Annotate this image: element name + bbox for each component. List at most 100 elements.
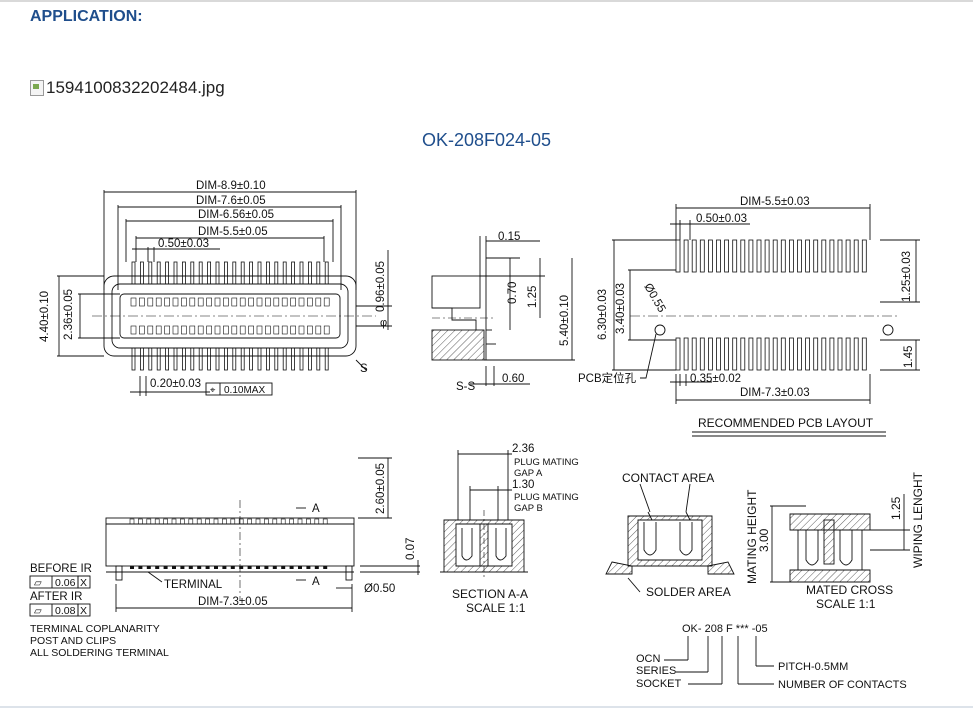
top-contact	[265, 325, 271, 335]
pcb-pad	[716, 239, 721, 273]
top-pin	[131, 347, 136, 371]
top-pin	[156, 347, 161, 371]
front-slot	[280, 518, 286, 525]
front-lead	[272, 566, 277, 569]
top-pin	[299, 347, 304, 371]
front-slot	[154, 518, 160, 525]
top-contact	[273, 325, 280, 335]
front-slot	[146, 518, 152, 525]
pcb-pad	[740, 337, 746, 371]
top-contact	[298, 297, 305, 307]
top-pin	[232, 261, 237, 285]
top-pin	[257, 347, 262, 371]
model-title: OK-208F024-05	[421, 130, 552, 150]
lead-width-label: 0.20±0.03	[150, 378, 201, 390]
s-mark: S	[360, 363, 368, 375]
pcb-pad	[837, 239, 843, 273]
part-number-labels: OK- 208 F *** -05 OCN SERIES SOCKET PITC…	[636, 623, 907, 691]
pcb-dim-55-label: DIM-5.5±0.03	[740, 196, 810, 208]
top-pin	[215, 347, 220, 371]
top-pin	[207, 261, 212, 285]
top-contact	[239, 325, 246, 335]
pcb-pad	[756, 239, 762, 273]
top-pin	[282, 347, 287, 371]
front-slot	[180, 518, 185, 525]
top-contact	[323, 297, 330, 307]
top-pin	[274, 347, 279, 371]
before-ir-label: BEFORE IR	[30, 563, 92, 575]
pcb-pad	[789, 337, 794, 371]
note-1: TERMINAL COPLANARITY	[30, 623, 160, 635]
before-ir-flat-symbol: ▱	[34, 578, 42, 589]
front-slot	[205, 518, 210, 525]
top-view	[57, 190, 392, 396]
top-pin	[198, 261, 203, 285]
socket-label: SOCKET	[636, 678, 682, 690]
top-view-labels: DIM-8.9±0.10 DIM-7.6±0.05 DIM-6.56±0.05 …	[39, 180, 387, 396]
top-contact	[223, 325, 229, 335]
pcb-hole-label: Ø0.55	[641, 282, 667, 315]
top-pin	[223, 261, 228, 285]
pcb-pad	[764, 337, 770, 371]
top-pin	[316, 347, 321, 371]
pcb-pad	[675, 337, 681, 371]
front-lead	[298, 566, 302, 569]
top-contact	[307, 325, 313, 335]
dim-89-label: DIM-8.9±0.10	[196, 180, 266, 192]
top-pin	[139, 261, 144, 285]
part-code: OK- 208 F *** -05	[682, 623, 768, 635]
section-130-label: 1.30	[512, 479, 534, 491]
top-contact	[206, 297, 212, 307]
top-pin	[307, 347, 312, 371]
top-contact	[281, 297, 288, 307]
position-tol-label: 0.10MAX	[224, 385, 265, 396]
top-contact	[181, 297, 187, 307]
pcb-145-label: 1.45	[903, 346, 915, 368]
before-ir-tol: 0.06	[55, 577, 76, 589]
section-view-labels: 2.36 PLUG MATING GAP A 1.30 PLUG MATING …	[452, 443, 579, 615]
phi-label: φ	[380, 317, 387, 329]
top-pin	[232, 347, 237, 371]
section-caption-1: SECTION A-A	[452, 587, 528, 601]
front-slot	[138, 518, 143, 525]
front-dim-73-label: DIM-7.3±0.05	[198, 596, 268, 608]
front-lead	[314, 566, 319, 569]
front-lead	[146, 566, 151, 569]
after-ir-label: AFTER IR	[30, 591, 82, 603]
top-pin	[181, 347, 186, 371]
top-contact	[155, 325, 162, 335]
top-contact	[130, 297, 137, 307]
pcb-pad	[699, 337, 705, 371]
top-contact	[155, 297, 162, 307]
top-contact	[172, 297, 179, 307]
image-alt-text: 1594100832202484.jpg	[46, 78, 225, 97]
solder-area-label: SOLDER AREA	[646, 585, 731, 599]
pcb-125-label: 1.25±0.03	[901, 251, 913, 302]
pcb-pad	[797, 239, 802, 273]
section-caption-2: SCALE 1:1	[466, 601, 526, 615]
top-pin	[240, 261, 245, 285]
front-lead	[289, 566, 294, 569]
top-pin	[173, 347, 178, 371]
top-pin	[190, 347, 195, 371]
front-lead	[239, 566, 244, 569]
top-pin	[249, 347, 254, 371]
top-contact	[265, 297, 271, 307]
before-ir-x: X	[80, 577, 87, 589]
pcb-dim-73-label: DIM-7.3±0.03	[740, 387, 810, 399]
pcb-pad	[724, 239, 729, 273]
front-lead	[163, 566, 168, 569]
front-lead	[155, 566, 160, 569]
top-pin	[198, 347, 203, 371]
gap-a-line-2: GAP A	[514, 468, 543, 479]
top-contact	[231, 325, 238, 335]
top-pin	[282, 261, 287, 285]
front-slot	[297, 518, 303, 525]
top-contact	[189, 325, 196, 335]
top-pin	[156, 261, 161, 285]
pcb-pad	[780, 337, 786, 371]
top-contact	[197, 325, 204, 335]
top-contact	[315, 325, 322, 335]
note-2: POST AND CLIPS	[30, 635, 116, 647]
gap-a-line-1: PLUG MATING	[514, 457, 579, 468]
